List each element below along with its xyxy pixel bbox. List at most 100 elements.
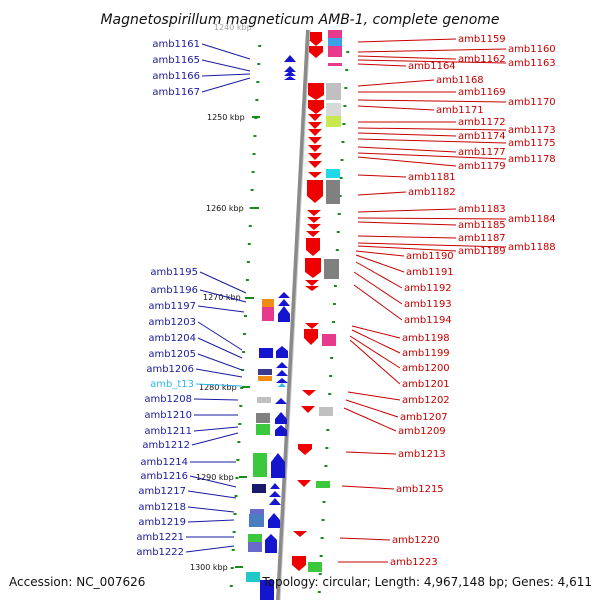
gene-label-left[interactable]: amb1197 [148,301,196,312]
gene-label-right[interactable]: amb1169 [458,87,506,98]
gene-label-right[interactable]: amb1172 [458,117,506,128]
gene-arrow-down[interactable] [307,224,321,230]
gene-label-left[interactable]: amb_t13 [150,379,194,390]
gene-arrow-up[interactable] [275,425,287,436]
gene-arrow-up[interactable] [268,513,280,528]
gene-arrow-down[interactable] [298,444,312,455]
gene-arrow-up[interactable] [265,534,277,553]
gene-box[interactable] [257,397,271,403]
gene-box[interactable] [248,542,262,552]
gene-label-left[interactable]: amb1204 [148,333,196,344]
gene-box[interactable] [246,572,260,582]
gene-label-right[interactable]: amb1183 [458,204,506,215]
gene-label-left[interactable]: amb1210 [144,410,192,421]
gene-box[interactable] [253,453,267,477]
gene-arrow-down[interactable] [304,329,318,345]
gene-label-left[interactable]: amb1167 [152,87,200,98]
gene-label-right[interactable]: amb1189 [458,246,506,257]
gene-arrow-up[interactable] [275,398,287,404]
gene-arrow-down[interactable] [308,83,324,100]
gene-arrow-down[interactable] [293,531,307,537]
gene-arrow-down[interactable] [308,137,322,144]
gene-arrow-up[interactable] [276,362,288,368]
gene-label-left[interactable]: amb1203 [148,317,196,328]
gene-label-right[interactable]: amb1160 [508,44,556,55]
gene-arrow-up[interactable] [284,76,296,80]
gene-box[interactable] [310,32,322,40]
gene-label-left[interactable]: amb1165 [152,55,200,66]
gene-arrow-down[interactable] [306,231,320,237]
gene-label-left[interactable]: amb1222 [136,547,184,558]
gene-label-left[interactable]: amb1196 [150,285,198,296]
gene-arrow-down[interactable] [307,217,321,223]
gene-label-right[interactable]: amb1215 [396,484,444,495]
gene-box[interactable] [250,509,264,514]
gene-label-left[interactable]: amb1216 [140,471,188,482]
gene-arrow-down[interactable] [308,114,322,121]
gene-arrow-down[interactable] [307,180,323,203]
gene-arrow-up[interactable] [278,299,290,306]
gene-box[interactable] [316,481,330,488]
gene-box[interactable] [328,63,342,66]
gene-label-right[interactable]: amb1200 [402,363,450,374]
gene-arrow-up[interactable] [275,412,287,424]
gene-label-right[interactable]: amb1191 [406,267,454,278]
gene-label-left[interactable]: amb1218 [138,502,186,513]
gene-arrow-up[interactable] [278,292,290,298]
gene-label-right[interactable]: amb1164 [408,61,456,72]
gene-label-right[interactable]: amb1162 [458,54,506,65]
gene-box[interactable] [328,38,342,46]
gene-arrow-down[interactable] [301,406,315,413]
gene-label-right[interactable]: amb1182 [408,187,456,198]
gene-arrow-down[interactable] [292,556,306,571]
gene-label-left[interactable]: amb1166 [152,71,200,82]
gene-box[interactable] [258,369,272,375]
gene-label-left[interactable]: amb1219 [138,517,186,528]
gene-label-right[interactable]: amb1185 [458,220,506,231]
gene-arrow-up[interactable] [276,346,288,358]
gene-box[interactable] [248,534,262,542]
gene-box[interactable] [262,307,274,321]
gene-label-left[interactable]: amb1217 [138,486,186,497]
gene-label-left[interactable]: amb1208 [144,394,192,405]
gene-box[interactable] [322,334,336,346]
gene-label-right[interactable]: amb1199 [402,348,450,359]
gene-arrow-up[interactable] [269,491,281,497]
gene-label-right[interactable]: amb1190 [406,251,454,262]
gene-label-right[interactable]: amb1188 [508,242,556,253]
gene-arrow-down[interactable] [309,46,323,58]
gene-box[interactable] [259,348,273,358]
gene-box[interactable] [326,116,341,127]
gene-label-right[interactable]: amb1202 [402,395,450,406]
gene-arrow-up[interactable] [270,483,280,489]
gene-label-right[interactable]: amb1187 [458,233,506,244]
gene-box[interactable] [260,580,274,600]
gene-arrow-up[interactable] [278,306,290,322]
gene-arrow-down[interactable] [308,129,322,136]
gene-box[interactable] [262,299,274,307]
gene-arrow-up[interactable] [276,370,288,376]
gene-arrow-down[interactable] [308,100,324,114]
gene-label-right[interactable]: amb1177 [458,147,506,158]
gene-arrow-down[interactable] [308,145,322,152]
gene-label-right[interactable]: amb1213 [398,449,446,460]
gene-box[interactable] [258,376,272,381]
gene-label-left[interactable]: amb1214 [140,457,188,468]
gene-arrow-down[interactable] [307,210,321,216]
gene-label-right[interactable]: amb1174 [458,131,506,142]
gene-label-right[interactable]: amb1175 [508,138,556,149]
gene-arrow-down[interactable] [308,161,322,168]
gene-label-left[interactable]: amb1195 [150,267,198,278]
gene-box[interactable] [249,514,264,527]
gene-label-right[interactable]: amb1181 [408,172,456,183]
gene-label-right[interactable]: amb1223 [390,557,438,568]
gene-box[interactable] [326,180,340,204]
gene-label-left[interactable]: amb1211 [144,426,192,437]
gene-arrow-down[interactable] [308,153,322,160]
gene-label-right[interactable]: amb1192 [404,283,452,294]
gene-box[interactable] [324,259,339,279]
gene-box[interactable] [256,413,270,423]
gene-arrow-down[interactable] [305,323,319,329]
gene-label-left[interactable]: amb1212 [142,440,190,451]
gene-label-left[interactable]: amb1221 [136,532,184,543]
